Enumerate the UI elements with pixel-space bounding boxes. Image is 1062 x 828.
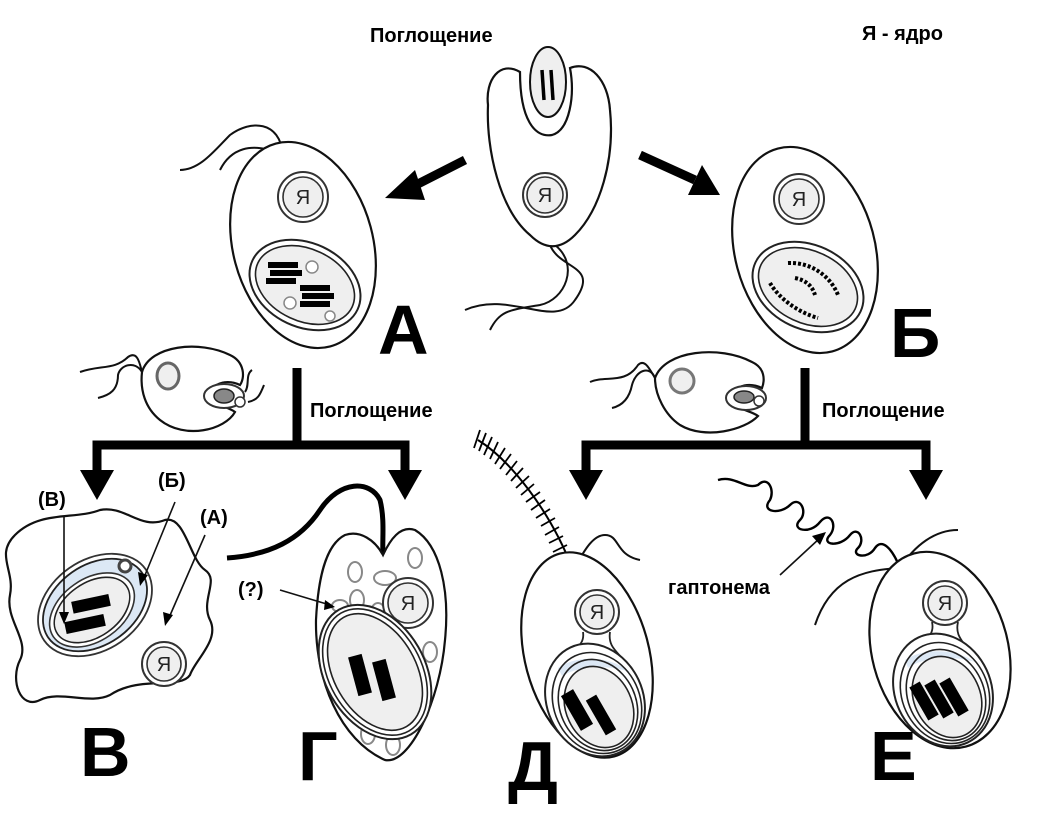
stage-label-a: А — [378, 291, 429, 369]
cell-e-flagellum-2 — [814, 567, 901, 626]
cell-v-nucleus-symbol: Я — [157, 654, 171, 676]
top-cell-flagellum-1 — [464, 244, 584, 313]
cell-v: Я — [4, 501, 214, 704]
stage-label-e: Е — [870, 717, 917, 795]
cell-g-flagellum — [226, 483, 386, 561]
right-small-cell — [589, 351, 767, 434]
left-small-cell — [79, 345, 265, 433]
cell-g-nucleus-symbol: Я — [401, 593, 415, 615]
right-engulfment-label: Поглощение — [822, 400, 945, 422]
arrow-to-a — [385, 155, 468, 200]
cell-d: Я — [473, 429, 654, 759]
top-host-cell: Я — [464, 46, 612, 331]
cell-v-pointer-v: (В) — [38, 489, 66, 511]
haptonema-label: гаптонема — [668, 577, 771, 599]
top-cell-body — [486, 65, 612, 248]
cell-d-hairy-flagellum — [477, 439, 574, 571]
arrow-to-b — [638, 150, 720, 195]
left-branch-connector — [80, 368, 422, 500]
cell-b-nucleus-symbol: Я — [792, 189, 806, 211]
cell-a-nucleus-symbol: Я — [296, 187, 310, 209]
cell-b: Я — [731, 145, 879, 355]
top-cell-nucleus-symbol: Я — [538, 185, 552, 207]
cell-e-nucleus-symbol: Я — [938, 593, 952, 615]
left-engulfment-label: Поглощение — [310, 400, 433, 422]
top-engulfment-label: Поглощение — [370, 25, 493, 47]
right-branch-connector — [569, 368, 943, 500]
stage-label-d: Д — [508, 727, 558, 805]
stage-label-v: В — [80, 713, 131, 791]
cell-d-nucleus-symbol: Я — [590, 602, 604, 624]
haptonema — [717, 477, 902, 569]
stage-label-g: Г — [298, 717, 338, 795]
cell-v-pointer-a: (А) — [200, 507, 228, 529]
top-cell-flagellum-2 — [489, 244, 569, 331]
cell-a: Я — [179, 124, 377, 350]
engulfed-red-alga — [529, 46, 567, 118]
cell-v-nucleomorph — [117, 558, 133, 574]
stage-label-b: Б — [890, 294, 940, 372]
cell-v-pointer-b: (Б) — [158, 470, 186, 492]
cell-e: Я — [717, 477, 1012, 750]
cell-a-flagellum — [179, 124, 284, 171]
cell-g-pointer: (?) — [238, 579, 264, 601]
nucleus-legend: Я - ядро — [862, 23, 943, 45]
cell-g: Я — [226, 483, 448, 762]
